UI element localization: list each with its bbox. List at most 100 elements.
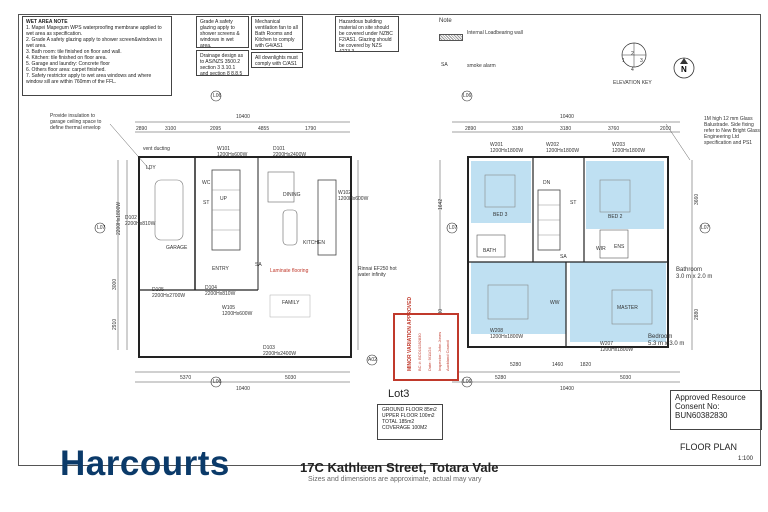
ground-top-dim: 3100 xyxy=(165,126,177,132)
bed3-highlight xyxy=(471,161,531,223)
legend: Note Internal Loadbearing wall SA smoke … xyxy=(435,16,652,86)
svg-text:N: N xyxy=(681,65,687,74)
upper-floor-plan xyxy=(439,90,711,388)
upper-right-dim: 3660 xyxy=(694,193,700,205)
section-mark-label: L06 xyxy=(463,93,472,99)
window-tag: W203 1200Hx1800W xyxy=(612,142,646,154)
ground-bottom-total-dim: 10400 xyxy=(236,386,250,392)
window-tag: W102 1200Hx600W xyxy=(338,190,369,202)
room-label-family: FAMILY xyxy=(282,300,300,306)
upper-bottom-dim: 5280 xyxy=(495,375,507,381)
elevation-number: 3 xyxy=(640,58,643,64)
section-mark-label: A02 xyxy=(368,357,377,363)
smoke-alarm-marker: SA xyxy=(255,262,262,268)
room-label-bed3: BED 3 xyxy=(493,212,508,218)
upper-bottom-dim: 5030 xyxy=(620,375,632,381)
section-mark-label: L06 xyxy=(213,93,222,99)
master-wing-highlight xyxy=(471,262,566,334)
section-mark-label: L07 xyxy=(97,225,106,231)
downlights-note: All downlights must comply with C/AS1 7.… xyxy=(251,52,303,68)
upper-left-dim: 1642 xyxy=(438,198,444,210)
room-label-kitchen: KITCHEN xyxy=(303,240,325,246)
upper-bottom-total-dim: 10400 xyxy=(560,386,574,392)
room-label-dn: DN xyxy=(543,180,551,186)
ground-top-total-dim: 10400 xyxy=(236,114,250,120)
smoke-alarm-symbol: SA xyxy=(441,62,448,68)
wet-area-note-line: 1. Mapei Mapegum WPS waterproofing membr… xyxy=(26,25,162,37)
section-mark-label: L06 xyxy=(213,379,222,385)
stamp-bc: BC #: BCO10282830 xyxy=(417,333,422,371)
ground-left-dim: 2200Hx1800W xyxy=(116,201,122,235)
ground-left-dim: 3000 xyxy=(112,278,118,290)
room-label-ww: WW xyxy=(550,300,560,306)
upper-top-dim: 2890 xyxy=(465,126,477,132)
smoke-alarm-marker: SA xyxy=(560,254,567,260)
bathroom-size-note: Bathroom 3.0 m x 2.0 m xyxy=(676,267,713,280)
area-summary: GROUND FLOOR 85m2 UPPER FLOOR 100m2 TOTA… xyxy=(377,404,443,440)
upper-top-dim: 2010 xyxy=(660,126,672,132)
area-ground: GROUND FLOOR 85m2 xyxy=(382,407,437,413)
window-tag: W201 1200Hx1800W xyxy=(490,142,524,154)
insulation-note: Provide insulation to garage ceiling spa… xyxy=(50,113,102,131)
area-coverage: COVERAGE 100M2 xyxy=(382,425,428,431)
window-tag: D101 2200Hx2400W xyxy=(273,146,307,158)
approval-stamp: MINOR VARIATION APPROVED BC #: BCO102828… xyxy=(393,297,459,381)
window-tag: W207 1200Hx1800W xyxy=(600,341,634,353)
wet-area-note-line: 3. Bath room: tile finished on floor and… xyxy=(26,49,122,55)
legend-smoke-alarm: smoke alarm xyxy=(467,63,496,69)
consent-number: BUN60382830 xyxy=(675,411,728,420)
room-label-up: UP xyxy=(220,196,227,202)
elevation-key-icon xyxy=(621,42,647,68)
wet-area-note-line: 4. Kitchen: tile finished on floor area. xyxy=(26,55,107,61)
plan-title: FLOOR PLAN xyxy=(680,442,738,452)
bedroom-highlight xyxy=(570,262,666,342)
stamp-date: Date: 9/11/24 xyxy=(427,347,432,371)
room-label-dining: DINING xyxy=(283,192,301,198)
elevation-number: 2 xyxy=(631,51,634,57)
ground-top-dim: 1790 xyxy=(305,126,317,132)
upper-top-dim: 3180 xyxy=(512,126,524,132)
room-label-st: ST xyxy=(203,200,210,206)
wet-area-note-line: 5. Garage and laundry: Concrete floor xyxy=(26,61,110,67)
north-arrow-icon: N xyxy=(673,57,695,79)
ground-bottom-dim: 5370 xyxy=(180,375,192,381)
wet-area-note-title: WET AREA NOTE xyxy=(26,19,68,25)
window-tag: W105 1200Hx600W xyxy=(222,305,253,317)
ground-top-dim: 2890 xyxy=(136,126,148,132)
wet-area-note-line: 6. Others floor area: carpet finished. xyxy=(26,67,106,73)
disclaimer: Sizes and dimensions are approximate, ac… xyxy=(308,476,482,483)
ground-left-dim: 2910 xyxy=(112,318,118,330)
ventilation-note: Mechanical ventilation fan to all Bath R… xyxy=(251,16,303,50)
window-tag: D103 2200Hx2400W xyxy=(263,345,297,357)
window-tag: D104 2200Hx810W xyxy=(205,285,236,297)
vent-note: vent ducting xyxy=(143,146,170,152)
resource-consent-box: Approved Resource Consent No: BUN6038283… xyxy=(670,390,762,430)
room-label-entry: ENTRY xyxy=(212,266,229,272)
plan-scale: 1:100 xyxy=(738,456,754,462)
room-label-wir: WIR xyxy=(596,246,606,252)
wet-area-note-line: 7. Safety restrictor apply to wet area w… xyxy=(26,73,152,85)
window-tag: W202 1200Hx1800W xyxy=(546,142,580,154)
lot-label: Lot3 xyxy=(388,388,410,400)
ground-top-dim: 2095 xyxy=(210,126,222,132)
laminate-flooring-note: Laminate flooring xyxy=(270,268,309,274)
drainage-note: Drainage design as to AS/NZS 3500.2 sect… xyxy=(196,50,249,76)
loadbearing-wall-swatch xyxy=(439,34,463,41)
elevation-key-label: ELEVATION KEY xyxy=(613,80,652,86)
property-address: 17C Kathleen Street, Totara Vale xyxy=(300,460,499,475)
stamp-inspector: Inspector: John Jones xyxy=(437,331,442,371)
section-mark-label: L07 xyxy=(449,225,458,231)
bedroom-size-note: Bedroom 5.3 m x 3.0 m xyxy=(648,334,685,347)
section-mark-label: L06 xyxy=(463,379,472,385)
upper-top-dim: 3760 xyxy=(608,126,620,132)
upper-bottom-dim: 1460 xyxy=(552,362,564,368)
room-label-garage: GARAGE xyxy=(166,245,188,251)
ground-top-dim: 4855 xyxy=(258,126,270,132)
upper-bottom-dim: 1820 xyxy=(580,362,592,368)
window-tag: W101 1200Hx600W xyxy=(217,146,248,158)
room-label-master: MASTER xyxy=(617,305,638,311)
room-label-ldy: LDY xyxy=(146,165,156,171)
window-tag: D105 2200Hx2700W xyxy=(152,287,186,299)
window-tag: D102 2200Hx810W xyxy=(125,215,156,227)
